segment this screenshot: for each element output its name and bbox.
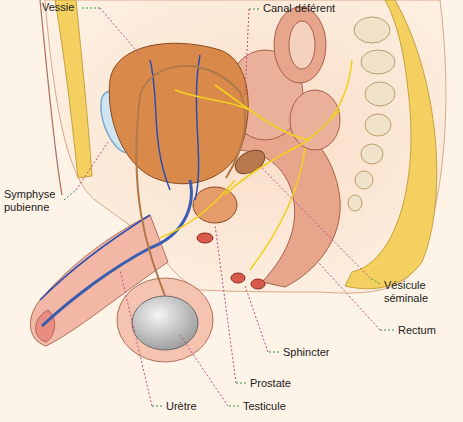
seminal-vesicle bbox=[231, 145, 269, 178]
part-label: Rectum bbox=[398, 324, 436, 337]
sacrum bbox=[348, 17, 395, 211]
sigmoid bbox=[274, 7, 326, 83]
colon-loop bbox=[290, 90, 340, 150]
part-label: Prostate bbox=[250, 377, 291, 390]
abdominal-fat bbox=[55, 0, 92, 178]
leader-line bbox=[64, 8, 394, 406]
nerves bbox=[160, 60, 352, 270]
part-label: Symphyse pubienne bbox=[4, 188, 66, 214]
bladder bbox=[109, 43, 248, 184]
urethra bbox=[42, 180, 191, 326]
part-label: Canal déférent bbox=[263, 2, 335, 15]
part-label: Sphincter bbox=[283, 346, 329, 359]
part-label: Testicule bbox=[243, 400, 286, 413]
prostate bbox=[193, 187, 237, 223]
vas-deferens bbox=[136, 66, 245, 296]
part-label: Urètre bbox=[166, 400, 197, 413]
part-label: Vessie bbox=[42, 1, 74, 14]
sphincter bbox=[197, 233, 265, 289]
gluteal-fat bbox=[345, 0, 437, 289]
part-label: Vésicule séminale bbox=[384, 279, 448, 305]
skin-line bbox=[40, 0, 62, 195]
veins bbox=[40, 55, 200, 300]
colon-lumen bbox=[289, 21, 315, 69]
testicle bbox=[132, 296, 198, 350]
glans bbox=[36, 310, 55, 342]
